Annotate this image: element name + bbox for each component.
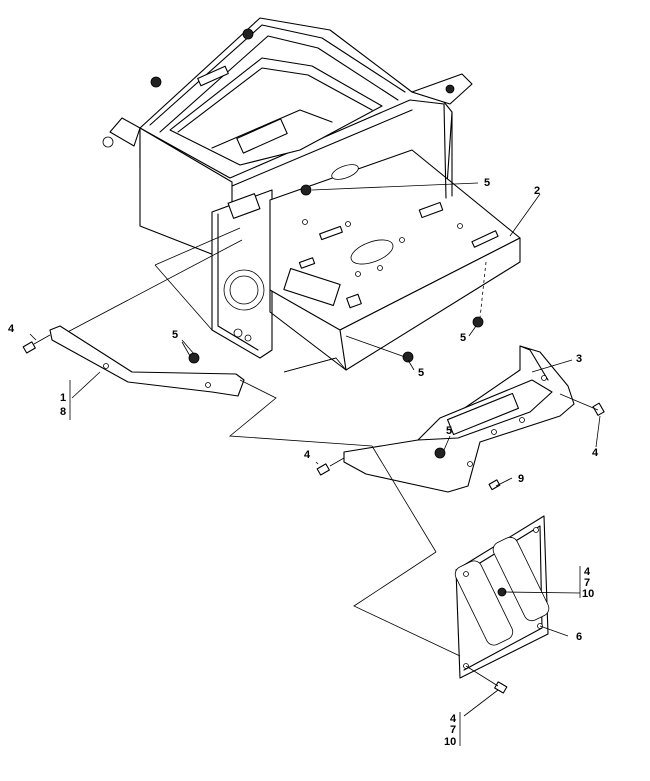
callout-4-left: 4 bbox=[8, 323, 15, 335]
callout-stack-bottom-2: 7 bbox=[450, 724, 456, 736]
callout-5-bracket: 5 bbox=[446, 425, 452, 437]
callout-stack-bottom-3: 10 bbox=[444, 736, 456, 748]
callout-2: 2 bbox=[534, 185, 540, 197]
cover-plate bbox=[454, 515, 550, 694]
assembly-lines bbox=[228, 357, 461, 657]
callout-8: 8 bbox=[60, 406, 66, 418]
callout-5-mid-left: 5 bbox=[172, 329, 178, 341]
callout-labels: 2 5 3 5 5 5 5 4 4 4 9 6 1 8 4 7 10 4 7 1… bbox=[8, 177, 599, 748]
main-frame bbox=[59, 17, 521, 373]
callout-1: 1 bbox=[60, 392, 66, 404]
callout-stack-right-3: 10 bbox=[582, 588, 594, 600]
callout-4-right: 4 bbox=[592, 447, 599, 459]
callout-3: 3 bbox=[576, 353, 582, 365]
bolt-icon bbox=[465, 665, 508, 694]
callout-stack-bottom-1: 4 bbox=[450, 713, 457, 725]
callout-5-rear: 5 bbox=[460, 332, 466, 344]
left-bracket bbox=[22, 325, 245, 397]
callout-stack-right-2: 7 bbox=[584, 577, 590, 589]
bolt-icon bbox=[22, 334, 51, 354]
bolt-icon bbox=[559, 393, 605, 416]
callout-6: 6 bbox=[576, 631, 582, 643]
callout-stack-right-1: 4 bbox=[584, 566, 591, 578]
callout-9: 9 bbox=[518, 473, 524, 485]
bolt-icon bbox=[316, 457, 345, 476]
callout-4-center: 4 bbox=[304, 449, 311, 461]
front-bracket bbox=[316, 345, 605, 493]
callout-5-top: 5 bbox=[484, 177, 490, 189]
callout-5-mid-right: 5 bbox=[418, 367, 424, 379]
callout-leaders bbox=[29, 182, 601, 717]
bolt-icon bbox=[488, 479, 501, 491]
